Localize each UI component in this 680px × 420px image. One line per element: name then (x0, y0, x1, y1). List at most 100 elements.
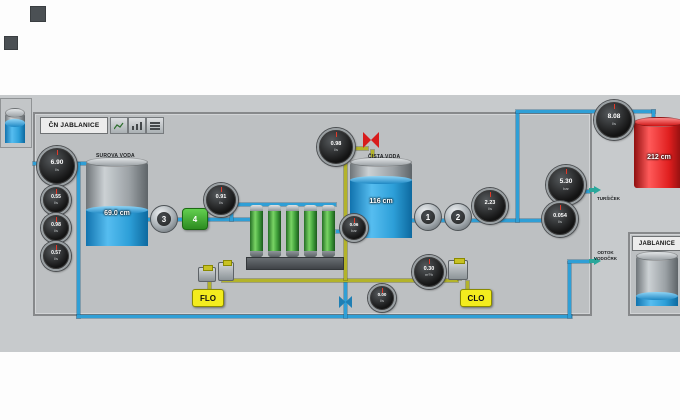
valve-4[interactable]: 4 (182, 208, 208, 230)
neighbor-tank (5, 108, 25, 143)
tursicek-arrow-icon (589, 186, 601, 194)
pump-3[interactable]: 3 (150, 205, 178, 233)
filter-column[interactable] (268, 205, 281, 257)
odtok-label: ODTOK VODOČRK (594, 250, 617, 261)
gauge-value: 0.91 (215, 193, 227, 200)
gauge-chlorine: 0.30 m³/h (412, 255, 446, 289)
gauge-unit: l/s (54, 228, 58, 233)
gauge-value: 0.06 (349, 222, 359, 228)
pump-1-number: 1 (421, 210, 435, 224)
pipe-odtok-riser (568, 262, 571, 318)
decoration-square (30, 6, 46, 22)
reservoir-tank: 212 cm (634, 117, 680, 188)
gauge-unit: l/s (55, 166, 59, 172)
remote-tank-fill (636, 292, 678, 306)
gauge-unit: l/s (488, 206, 492, 212)
arrow-head (594, 257, 601, 265)
report-button[interactable] (146, 117, 164, 134)
gauge-aux3: 0.57 l/s (41, 241, 71, 271)
odtok-label-line1: ODTOK (597, 250, 614, 255)
gauge-delivery: 8.08 l/s (594, 100, 634, 140)
tursicek-label: TURŠIČEK (597, 196, 621, 201)
pipe-center-drain (344, 282, 347, 318)
raw-water-label: SUROVA VODA (96, 153, 135, 159)
flo-indicator: FLO (192, 289, 224, 307)
filter-column[interactable] (322, 205, 335, 257)
gauge-bypass: 0.054 l/s (542, 201, 578, 237)
gauge-unit: l/s (54, 200, 58, 205)
chem-pipe-clo (466, 281, 469, 290)
filter-column[interactable] (250, 205, 263, 257)
neighbor-station-panel (0, 98, 32, 148)
gauge-unit: l/s (380, 297, 384, 303)
pipe-filter-top-manifold (230, 203, 336, 206)
gauge-unit: l/s (558, 219, 562, 225)
pipe-delivery-top (516, 110, 655, 113)
reservoir-level: 212 cm (647, 154, 671, 161)
clean-water-level: 116 cm (369, 198, 393, 205)
odtok-arrow-icon (589, 257, 601, 265)
filter-column[interactable] (286, 205, 299, 257)
gauge-value: 5.30 (559, 178, 573, 186)
chem-pipe-flo (208, 281, 211, 290)
gauge-unit: l/s (334, 147, 338, 153)
gauge-value: 0.55 (51, 194, 61, 200)
gauge-unit: bar (351, 227, 357, 233)
chem-pipe-valve-feed (344, 147, 368, 150)
chem-inlet-valve[interactable] (363, 132, 379, 148)
remote-station-title: JABLANICE (632, 236, 680, 251)
trend-icon (114, 122, 124, 129)
gauge-out-flow: 2.23 l/s (472, 188, 508, 224)
pipe-cleantank-out (412, 219, 542, 222)
gauge-value: 0.98 (51, 222, 61, 228)
gauge-prefilter: 0.98 l/s (317, 128, 355, 166)
pipe-delivery-riser (516, 112, 519, 222)
gauge-value: 0.98 (330, 140, 342, 147)
pump-1[interactable]: 1 (414, 203, 442, 231)
gauge-unit: l/s (612, 120, 616, 126)
remote-tank (636, 251, 678, 306)
gauge-value: 0.30 (423, 265, 435, 272)
gauge-filter-flow: 0.91 l/s (204, 183, 238, 217)
dosing-cap (203, 265, 213, 271)
gauge-value: 0.054 (553, 212, 567, 219)
flo-canister (218, 260, 234, 281)
gauge-unit: l/s (219, 200, 223, 206)
gauge-unit: l/s (54, 256, 58, 261)
pipe-left-drop (77, 163, 80, 318)
gauge-tank-pressure: 0.06 bar (340, 214, 368, 242)
gauge-unit: bar (563, 185, 569, 191)
bar-chart-button[interactable] (128, 117, 146, 134)
gauge-value: 8.08 (607, 113, 621, 121)
drain-valve[interactable] (339, 296, 352, 308)
gauge-aux2: 0.98 l/s (41, 213, 71, 243)
chem-pipe-riser (344, 148, 347, 280)
dosing-cap (222, 260, 232, 266)
trend-button[interactable] (110, 117, 128, 134)
raw-water-tank: 69.0 cm (86, 157, 148, 246)
arrow-tail (589, 188, 594, 192)
pump-3-number: 3 (157, 212, 171, 226)
gauge-value: 6.90 (50, 159, 64, 167)
valve-4-number: 4 (192, 214, 198, 224)
report-icon (150, 121, 160, 130)
raw-water-level: 69.0 cm (104, 210, 130, 217)
decoration-square (4, 36, 18, 50)
filter-column[interactable] (304, 205, 317, 257)
bar-chart-icon (132, 121, 142, 130)
neighbor-tank-fill (5, 119, 25, 143)
raw-water-fill (86, 206, 148, 246)
flo-dosing-pump[interactable] (198, 265, 216, 282)
gauge-aux1: 0.55 l/s (41, 185, 71, 215)
gauge-value: 0.00 (377, 292, 387, 298)
pump-2[interactable]: 2 (444, 203, 472, 231)
clo-chlorinator[interactable] (448, 258, 468, 280)
clo-indicator: CLO (460, 289, 492, 307)
gauge-fluoride: 0.00 l/s (368, 284, 396, 312)
gauge-value: 0.57 (51, 250, 61, 256)
gauge-unit: m³/h (425, 272, 433, 278)
arrow-tail (589, 259, 594, 263)
gauge-inflow: 6.90 l/s (37, 146, 77, 186)
pipe-odtok-branch (568, 260, 590, 263)
